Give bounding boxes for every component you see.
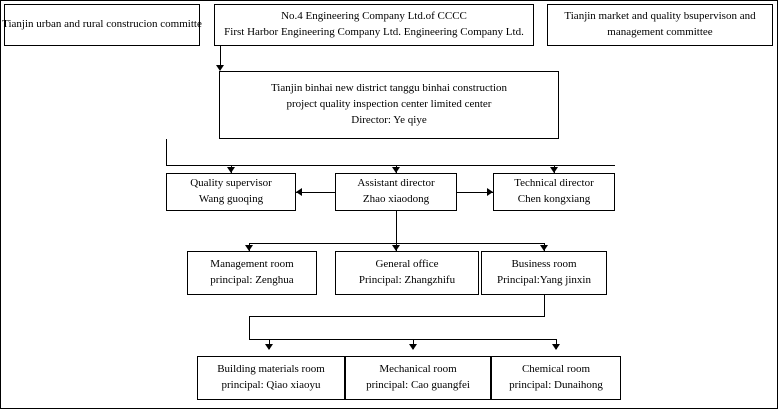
- node-mechanical-room-line2: principal: Cao guangfei: [366, 379, 470, 391]
- connector-level5-top: [249, 316, 545, 317]
- connector-level5-down: [544, 295, 545, 316]
- node-top-center-line1: No.4 Engineering Company Ltd.of CCCC: [281, 10, 467, 23]
- node-assistant-director-line1: Assistant director: [357, 177, 435, 190]
- node-top-center: No.4 Engineering Company Ltd.of CCCC Fir…: [214, 4, 534, 46]
- node-chemical-room-line1: Chemical room: [521, 363, 591, 376]
- arrow-bus-to-chemical: [552, 344, 560, 350]
- connector-center-down: [166, 139, 167, 165]
- node-business-room-line2: Principal:Yang jinxin: [497, 274, 591, 286]
- arrow-topcenter-to-center: [216, 65, 224, 71]
- arrow-bus-to-assistant: [392, 167, 400, 173]
- node-general-office-line1: General office: [375, 258, 439, 271]
- node-quality-supervisor-line1: Quality supervisor: [190, 177, 272, 190]
- arrow-assistant-to-technical: [487, 188, 493, 196]
- node-chemical-room-line2: principal: Dunaihong: [509, 379, 603, 391]
- node-top-right: Tianjin market and quality bsupervison a…: [547, 4, 773, 46]
- connector-assistant-down: [396, 211, 397, 243]
- node-building-materials-room-line1: Building materials room: [217, 363, 325, 376]
- node-general-office-line2: Principal: Zhangzhifu: [358, 274, 456, 286]
- node-center-main: Tianjin binhai new district tanggu binha…: [219, 71, 559, 139]
- node-building-materials-room-line2: principal: Qiao xiaoyu: [221, 379, 321, 391]
- node-top-left: Tianjin urban and rural construcion comm…: [2, 4, 202, 46]
- node-management-room-line1: Management room: [210, 258, 294, 271]
- node-mechanical-room: Mechanical room principal: Cao guangfei: [345, 356, 491, 400]
- arrow-bus-to-building: [265, 344, 273, 350]
- node-center-main-line2: project quality inspection center limite…: [286, 98, 492, 111]
- node-top-center-line2: First Harbor Engineering Company Ltd. En…: [224, 26, 524, 38]
- connector-level5-left-drop: [249, 316, 250, 339]
- node-technical-director-line1: Technical director: [514, 177, 594, 190]
- node-quality-supervisor: Quality supervisor Wang guoqing: [166, 173, 296, 211]
- node-center-main-line1: Tianjin binhai new district tanggu binha…: [270, 82, 508, 95]
- node-assistant-director-line2: Zhao xiaodong: [362, 193, 430, 205]
- connector-quality-assistant: [296, 192, 335, 193]
- arrow-bus-to-technical: [550, 167, 558, 173]
- arrow-bus-to-business: [540, 245, 548, 251]
- node-chemical-room: Chemical room principal: Dunaihong: [491, 356, 621, 400]
- node-mechanical-room-line1: Mechanical room: [379, 363, 457, 376]
- node-top-right-line1: Tianjin market and quality bsupervison a…: [564, 10, 756, 23]
- node-quality-supervisor-line2: Wang guoqing: [198, 193, 264, 205]
- node-top-right-line2: management committee: [607, 26, 713, 38]
- arrow-bus-to-management: [245, 245, 253, 251]
- arrow-assistant-to-quality: [296, 188, 302, 196]
- node-center-main-line3: Director: Ye qiye: [351, 113, 427, 126]
- node-top-left-line1: Tianjin urban and rural construcion comm…: [2, 18, 202, 31]
- node-general-office: General office Principal: Zhangzhifu: [335, 251, 479, 295]
- node-management-room: Management room principal: Zenghua: [187, 251, 317, 295]
- connector-assistant-technical: [457, 192, 493, 193]
- connector-level3-bus: [166, 165, 615, 166]
- connector-level5-bus: [249, 339, 556, 340]
- arrow-bus-to-general: [392, 245, 400, 251]
- node-building-materials-room: Building materials room principal: Qiao …: [197, 356, 345, 400]
- node-technical-director: Technical director Chen kongxiang: [493, 173, 615, 211]
- node-assistant-director: Assistant director Zhao xiaodong: [335, 173, 457, 211]
- node-business-room: Business room Principal:Yang jinxin: [481, 251, 607, 295]
- node-management-room-line2: principal: Zenghua: [210, 274, 294, 286]
- node-business-room-line1: Business room: [511, 258, 577, 271]
- node-technical-director-line2: Chen kongxiang: [517, 193, 591, 205]
- arrow-bus-to-mechanical: [409, 344, 417, 350]
- arrow-bus-to-quality: [227, 167, 235, 173]
- connector-topcenter-to-center: [220, 46, 221, 65]
